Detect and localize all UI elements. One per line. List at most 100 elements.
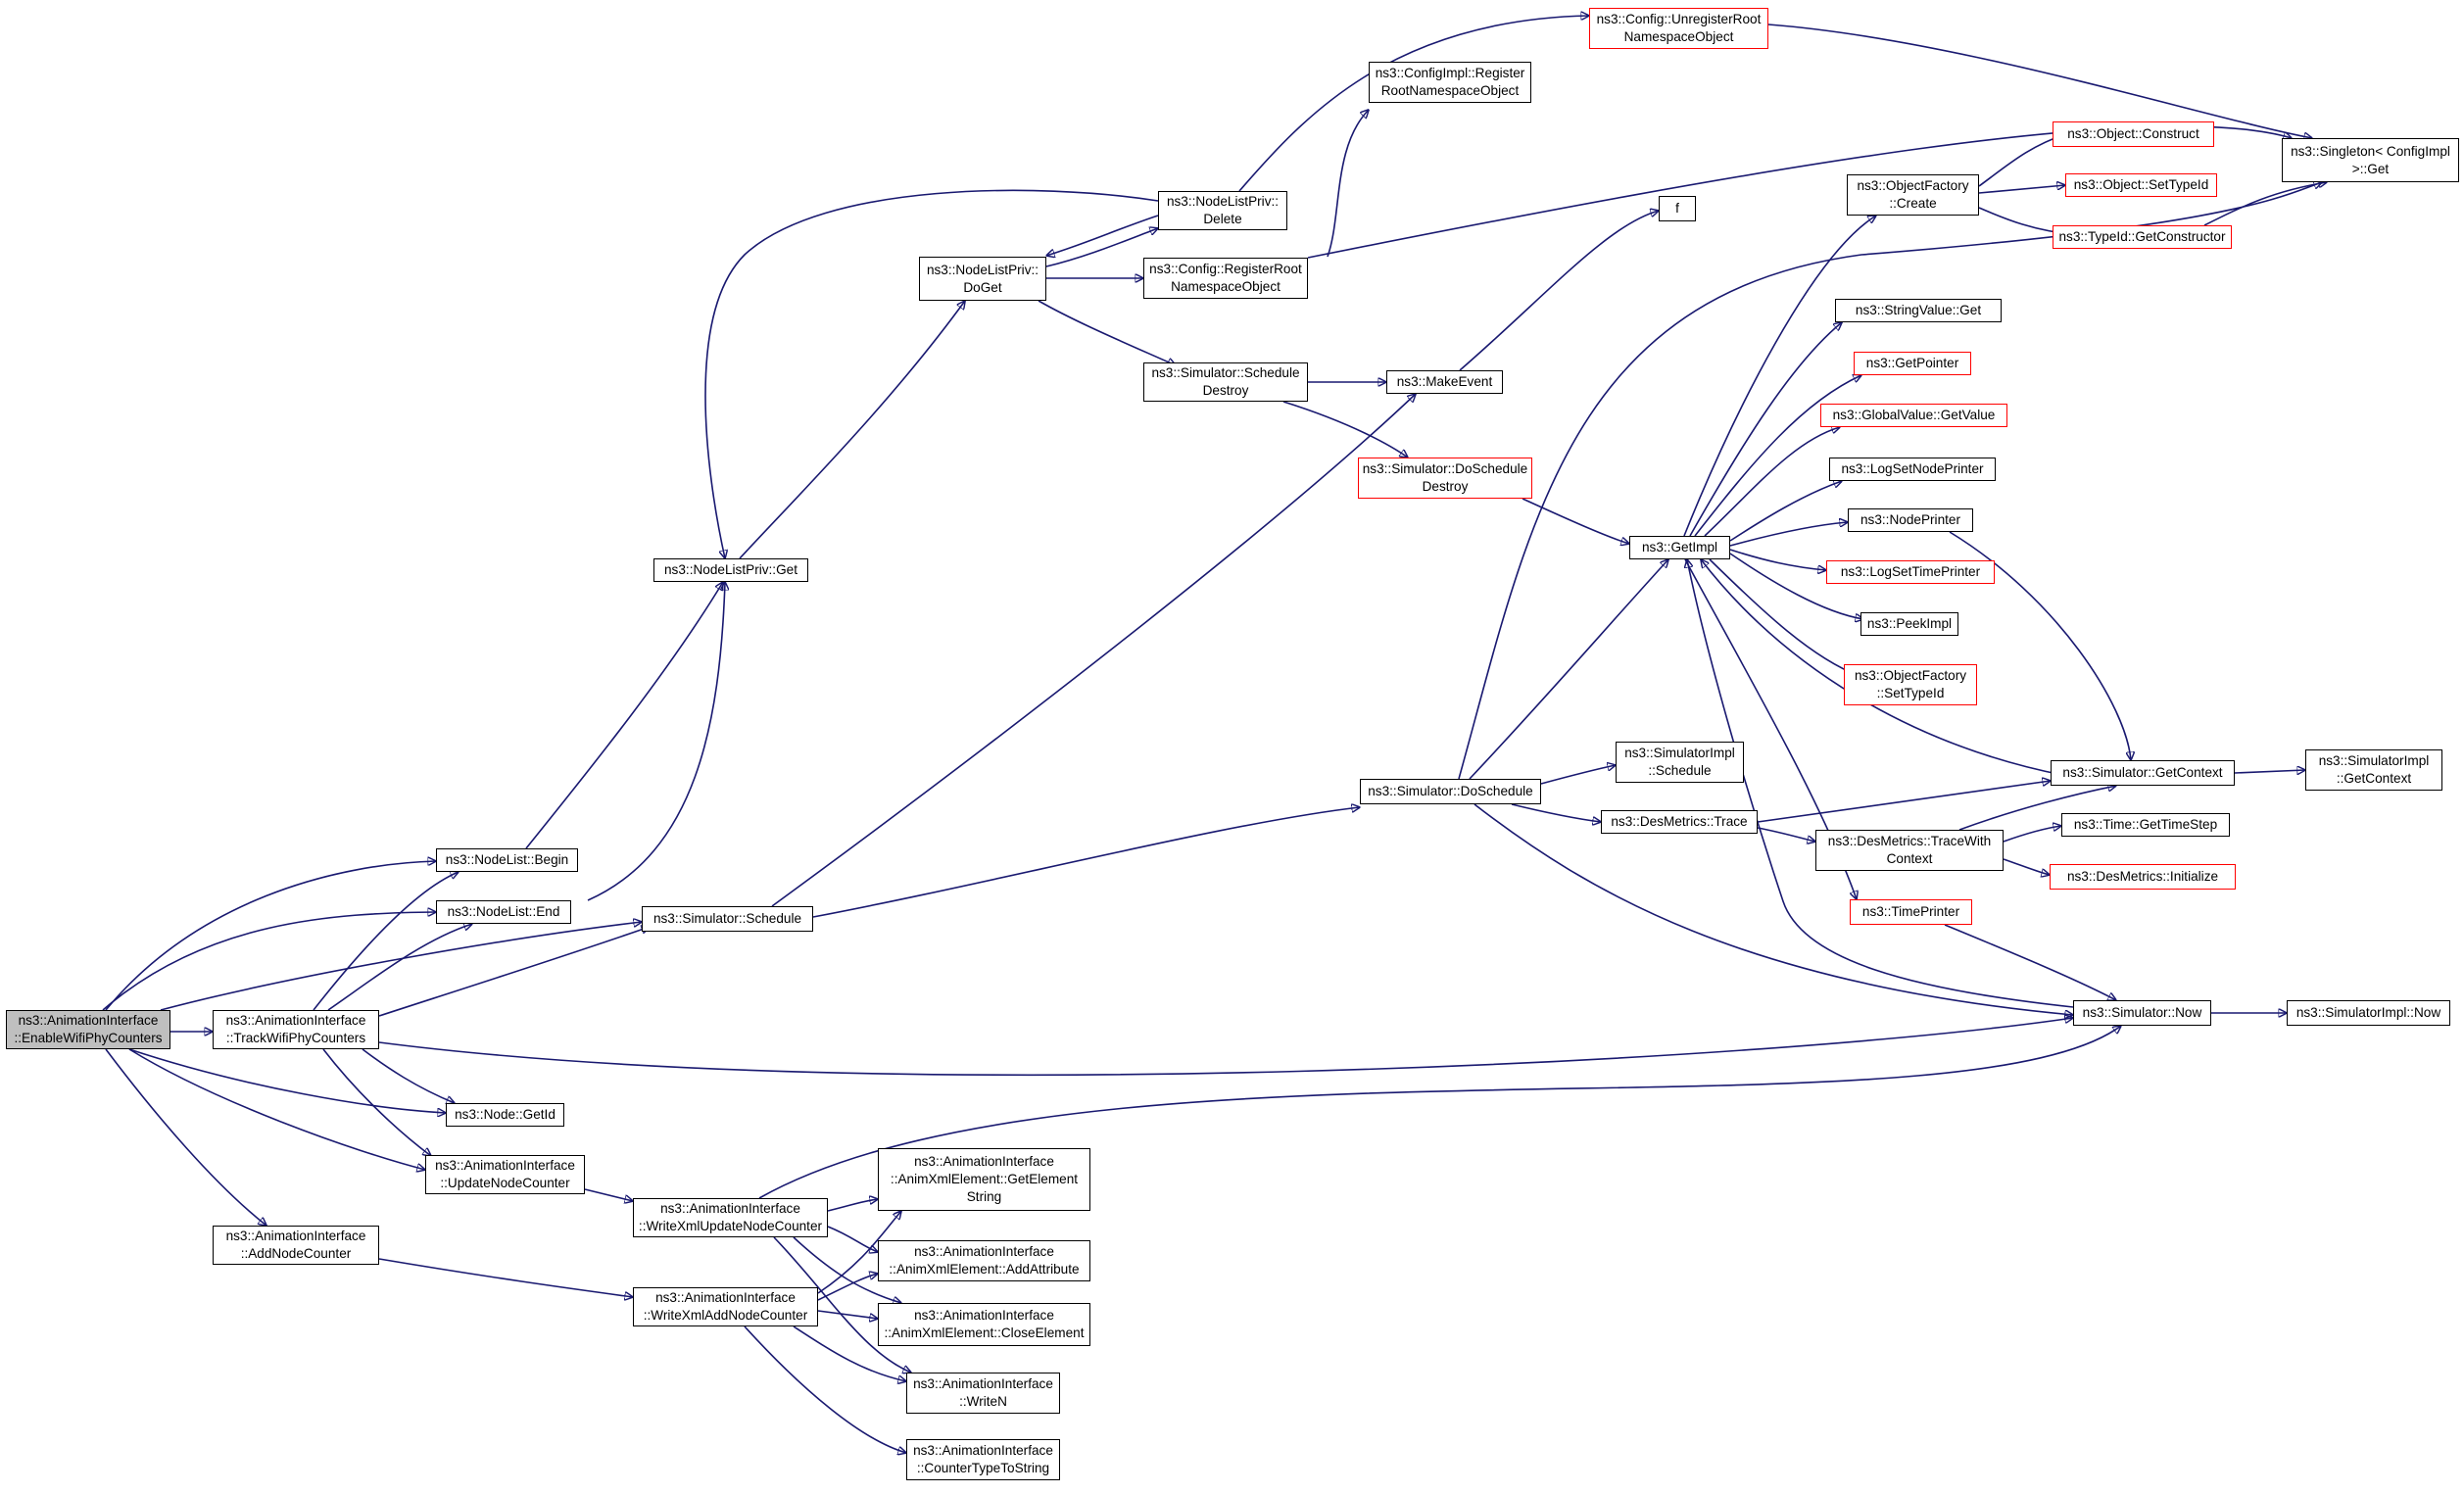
edge-enable-to-nl_begin	[105, 861, 436, 1011]
node-f[interactable]: f	[1659, 196, 1696, 221]
node-label-line: ns3::Singleton< ConfigImpl	[2291, 143, 2450, 159]
node-label-line: ns3::AnimationInterface	[914, 1308, 1054, 1323]
node-globalvalue-getvalue[interactable]: ns3::GlobalValue::GetValue	[1820, 404, 2007, 427]
node-label-line: ns3::Simulator::Now	[2082, 1005, 2202, 1020]
node-label-line: ns3::NodePrinter	[1860, 512, 1960, 527]
node-doget[interactable]: ns3::NodeListPriv::DoGet	[919, 257, 1046, 301]
edge-do_schedule-to-sim_now	[1474, 803, 2073, 1015]
node-label-line: ns3::Simulator::DoSchedule	[1362, 461, 1528, 476]
edge-get_impl-to-globalvalue_getvalue	[1704, 427, 1840, 537]
node-label-line: ns3::Object::Construct	[2067, 126, 2199, 141]
edge-do_sched_destroy-to-get_impl	[1522, 498, 1629, 544]
node-label-line: ::SetTypeId	[1876, 686, 1945, 700]
node-label-line: ::Schedule	[1648, 763, 1712, 778]
edge-obj_factory_create-to-obj_settypeid	[1978, 185, 2065, 194]
node-track[interactable]: ns3::AnimationInterface::TrackWifiPhyCou…	[213, 1010, 379, 1049]
node-nl-begin[interactable]: ns3::NodeList::Begin	[436, 848, 578, 872]
node-obj-factory-create[interactable]: ns3::ObjectFactory::Create	[1847, 174, 1979, 216]
node-label-line: ns3::NodeListPriv::	[1166, 194, 1280, 209]
node-close-element[interactable]: ns3::AnimationInterface::AnimXmlElement:…	[878, 1303, 1090, 1346]
node-label-line: ::WriteXmlUpdateNodeCounter	[638, 1219, 823, 1233]
edge-doget-to-sched_destroy	[1038, 300, 1176, 365]
edge-write_add-to-counter_type_to_string	[744, 1325, 906, 1453]
node-get-pointer[interactable]: ns3::GetPointer	[1854, 352, 1971, 375]
node-peek-impl[interactable]: ns3::PeekImpl	[1860, 612, 1958, 636]
node-label-line: ::WriteXmlAddNodeCounter	[643, 1308, 808, 1323]
edge-enable-to-sim_schedule	[160, 922, 642, 1011]
node-label-line: ns3::NodeListPriv::Get	[664, 562, 797, 577]
node-update[interactable]: ns3::AnimationInterface::UpdateNodeCount…	[425, 1155, 585, 1194]
node-sim-schedule[interactable]: ns3::Simulator::Schedule	[642, 906, 813, 932]
node-add[interactable]: ns3::AnimationInterface::AddNodeCounter	[213, 1226, 379, 1265]
node-sim-getcontext[interactable]: ns3::Simulator::GetContext	[2051, 760, 2235, 786]
node-node-printer[interactable]: ns3::NodePrinter	[1848, 508, 1973, 532]
node-label-line: ns3::Simulator::DoSchedule	[1368, 784, 1533, 798]
node-label-line: ns3::AnimationInterface	[913, 1443, 1053, 1458]
edge-do_schedule-to-des_trace	[1511, 803, 1601, 822]
edge-update-to-write_update	[584, 1188, 633, 1201]
node-node-getid[interactable]: ns3::Node::GetId	[446, 1103, 564, 1127]
edge-track-to-node_getid	[362, 1048, 455, 1103]
node-nl-end[interactable]: ns3::NodeList::End	[436, 900, 571, 924]
edge-track-to-sim_now	[378, 1018, 2073, 1077]
node-write-add[interactable]: ns3::AnimationInterface::WriteXmlAddNode…	[633, 1287, 818, 1326]
node-label-line: ns3::Config::RegisterRoot	[1149, 262, 1302, 276]
node-do-schedule[interactable]: ns3::Simulator::DoSchedule	[1360, 779, 1541, 804]
edge-make_event-to-f	[1459, 211, 1659, 371]
node-delete[interactable]: ns3::NodeListPriv::Delete	[1158, 191, 1287, 230]
node-write-n[interactable]: ns3::AnimationInterface::WriteN	[906, 1373, 1060, 1414]
node-typeid-getctor[interactable]: ns3::TypeId::GetConstructor	[2053, 225, 2232, 249]
node-objfactory-settypeid[interactable]: ns3::ObjectFactory::SetTypeId	[1844, 664, 1977, 705]
node-label-line: RootNamespaceObject	[1380, 83, 1520, 98]
node-get-element-string[interactable]: ns3::AnimationInterface::AnimXmlElement:…	[878, 1148, 1090, 1211]
edge-des_trace-to-sim_getcontext	[1757, 781, 2051, 823]
node-log-settimeprinter[interactable]: ns3::LogSetTimePrinter	[1826, 560, 1995, 584]
node-label-line: ns3::AnimationInterface	[655, 1290, 796, 1305]
node-label-line: ns3::PeekImpl	[1866, 616, 1953, 631]
edge-delete-to-unreg_root	[1238, 16, 1589, 192]
node-obj-construct[interactable]: ns3::Object::Construct	[2053, 121, 2214, 147]
node-make-event[interactable]: ns3::MakeEvent	[1386, 370, 1503, 394]
edge-write_update-to-get_element_string	[827, 1199, 878, 1212]
node-label-line: ::AnimXmlElement::AddAttribute	[889, 1262, 1080, 1277]
node-label-line: Destroy	[1422, 479, 1469, 494]
node-des-trace[interactable]: ns3::DesMetrics::Trace	[1601, 810, 1758, 834]
node-label-line: ::EnableWifiPhyCounters	[14, 1031, 163, 1045]
node-label-line: ns3::AnimationInterface	[914, 1244, 1054, 1259]
node-time-gettimestep[interactable]: ns3::Time::GetTimeStep	[2061, 813, 2230, 837]
node-add-attribute[interactable]: ns3::AnimationInterface::AnimXmlElement:…	[878, 1240, 1090, 1281]
node-counter-type-to-string[interactable]: ns3::AnimationInterface::CounterTypeToSt…	[906, 1439, 1060, 1480]
node-label-line: ns3::AnimationInterface	[18, 1013, 159, 1028]
node-simimpl-now[interactable]: ns3::SimulatorImpl::Now	[2287, 1000, 2450, 1026]
node-simimpl-schedule[interactable]: ns3::SimulatorImpl::Schedule	[1616, 742, 1744, 783]
node-log-setnodeprinter[interactable]: ns3::LogSetNodePrinter	[1829, 458, 1996, 481]
edge-unreg_root-to-singleton_get	[1767, 24, 2312, 138]
node-obj-settypeid[interactable]: ns3::Object::SetTypeId	[2065, 173, 2217, 197]
node-label-line: ns3::DesMetrics::Initialize	[2066, 869, 2219, 884]
node-label-line: NamespaceObject	[1623, 29, 1734, 44]
edge-add-to-write_add	[378, 1258, 633, 1297]
node-sim-now[interactable]: ns3::Simulator::Now	[2073, 1000, 2211, 1026]
edge-sim_getcontext-to-simimpl_getcontext	[2234, 770, 2305, 773]
edge-track-to-nl_end	[327, 924, 472, 1011]
edge-delete-to-nlp_get	[704, 189, 1159, 558]
node-label-line: ::AnimXmlElement::CloseElement	[884, 1325, 1085, 1340]
node-nlp-get[interactable]: ns3::NodeListPriv::Get	[653, 558, 808, 582]
node-label-line: ns3::DesMetrics::Trace	[1611, 814, 1748, 829]
edge-reg_root-to-singleton_get	[1307, 125, 2292, 259]
node-desmetrics-initialize[interactable]: ns3::DesMetrics::Initialize	[2050, 864, 2236, 890]
node-simimpl-getcontext[interactable]: ns3::SimulatorImpl::GetContext	[2305, 749, 2442, 791]
node-stringvalue-get[interactable]: ns3::StringValue::Get	[1835, 299, 2002, 322]
node-time-printer[interactable]: ns3::TimePrinter	[1850, 899, 1972, 925]
node-label-line: ::GetContext	[2336, 771, 2412, 786]
node-write-update[interactable]: ns3::AnimationInterface::WriteXmlUpdateN…	[633, 1198, 828, 1237]
node-get-impl[interactable]: ns3::GetImpl	[1629, 536, 1730, 559]
node-label-line: ns3::SimulatorImpl::Now	[2295, 1005, 2441, 1020]
node-singleton-get[interactable]: ns3::Singleton< ConfigImpl >::Get	[2282, 138, 2459, 182]
